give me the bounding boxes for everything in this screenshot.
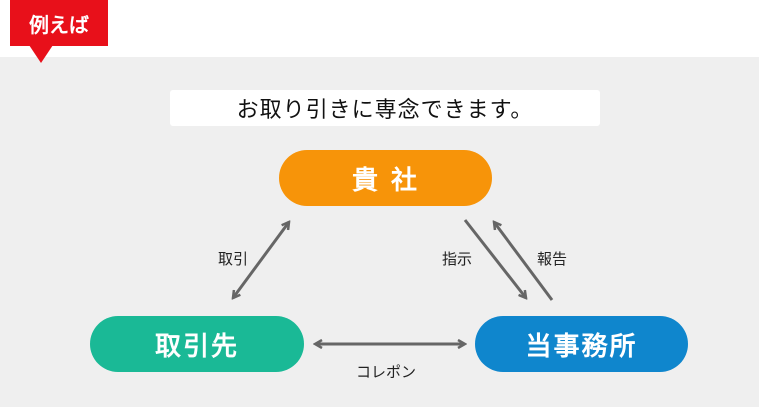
arrow-report: [494, 222, 554, 301]
edge-label-report: 報告: [537, 250, 568, 268]
node-office-label: 当事務所: [525, 331, 638, 362]
node-office: 当事務所: [475, 316, 688, 372]
edge-label-instruction: 指示: [442, 250, 473, 268]
edge-label-correspondence: コレポン: [356, 363, 417, 381]
node-company-label: 貴 社: [351, 165, 420, 196]
node-client-label: 取引先: [154, 331, 239, 362]
example-tag-pointer: [29, 45, 53, 63]
headline-banner: お取り引きに専念できます。: [170, 90, 600, 126]
example-tag: 例えば: [10, 0, 108, 46]
edge-label-transaction: 取引: [218, 250, 249, 268]
node-client: 取引先: [90, 316, 304, 372]
example-tag-label: 例えば: [29, 12, 89, 37]
node-company: 貴 社: [279, 150, 492, 206]
headline-text: お取り引きに専念できます。: [236, 98, 534, 123]
arrow-instruction: [463, 219, 526, 298]
arrow-company-client: [233, 222, 289, 298]
